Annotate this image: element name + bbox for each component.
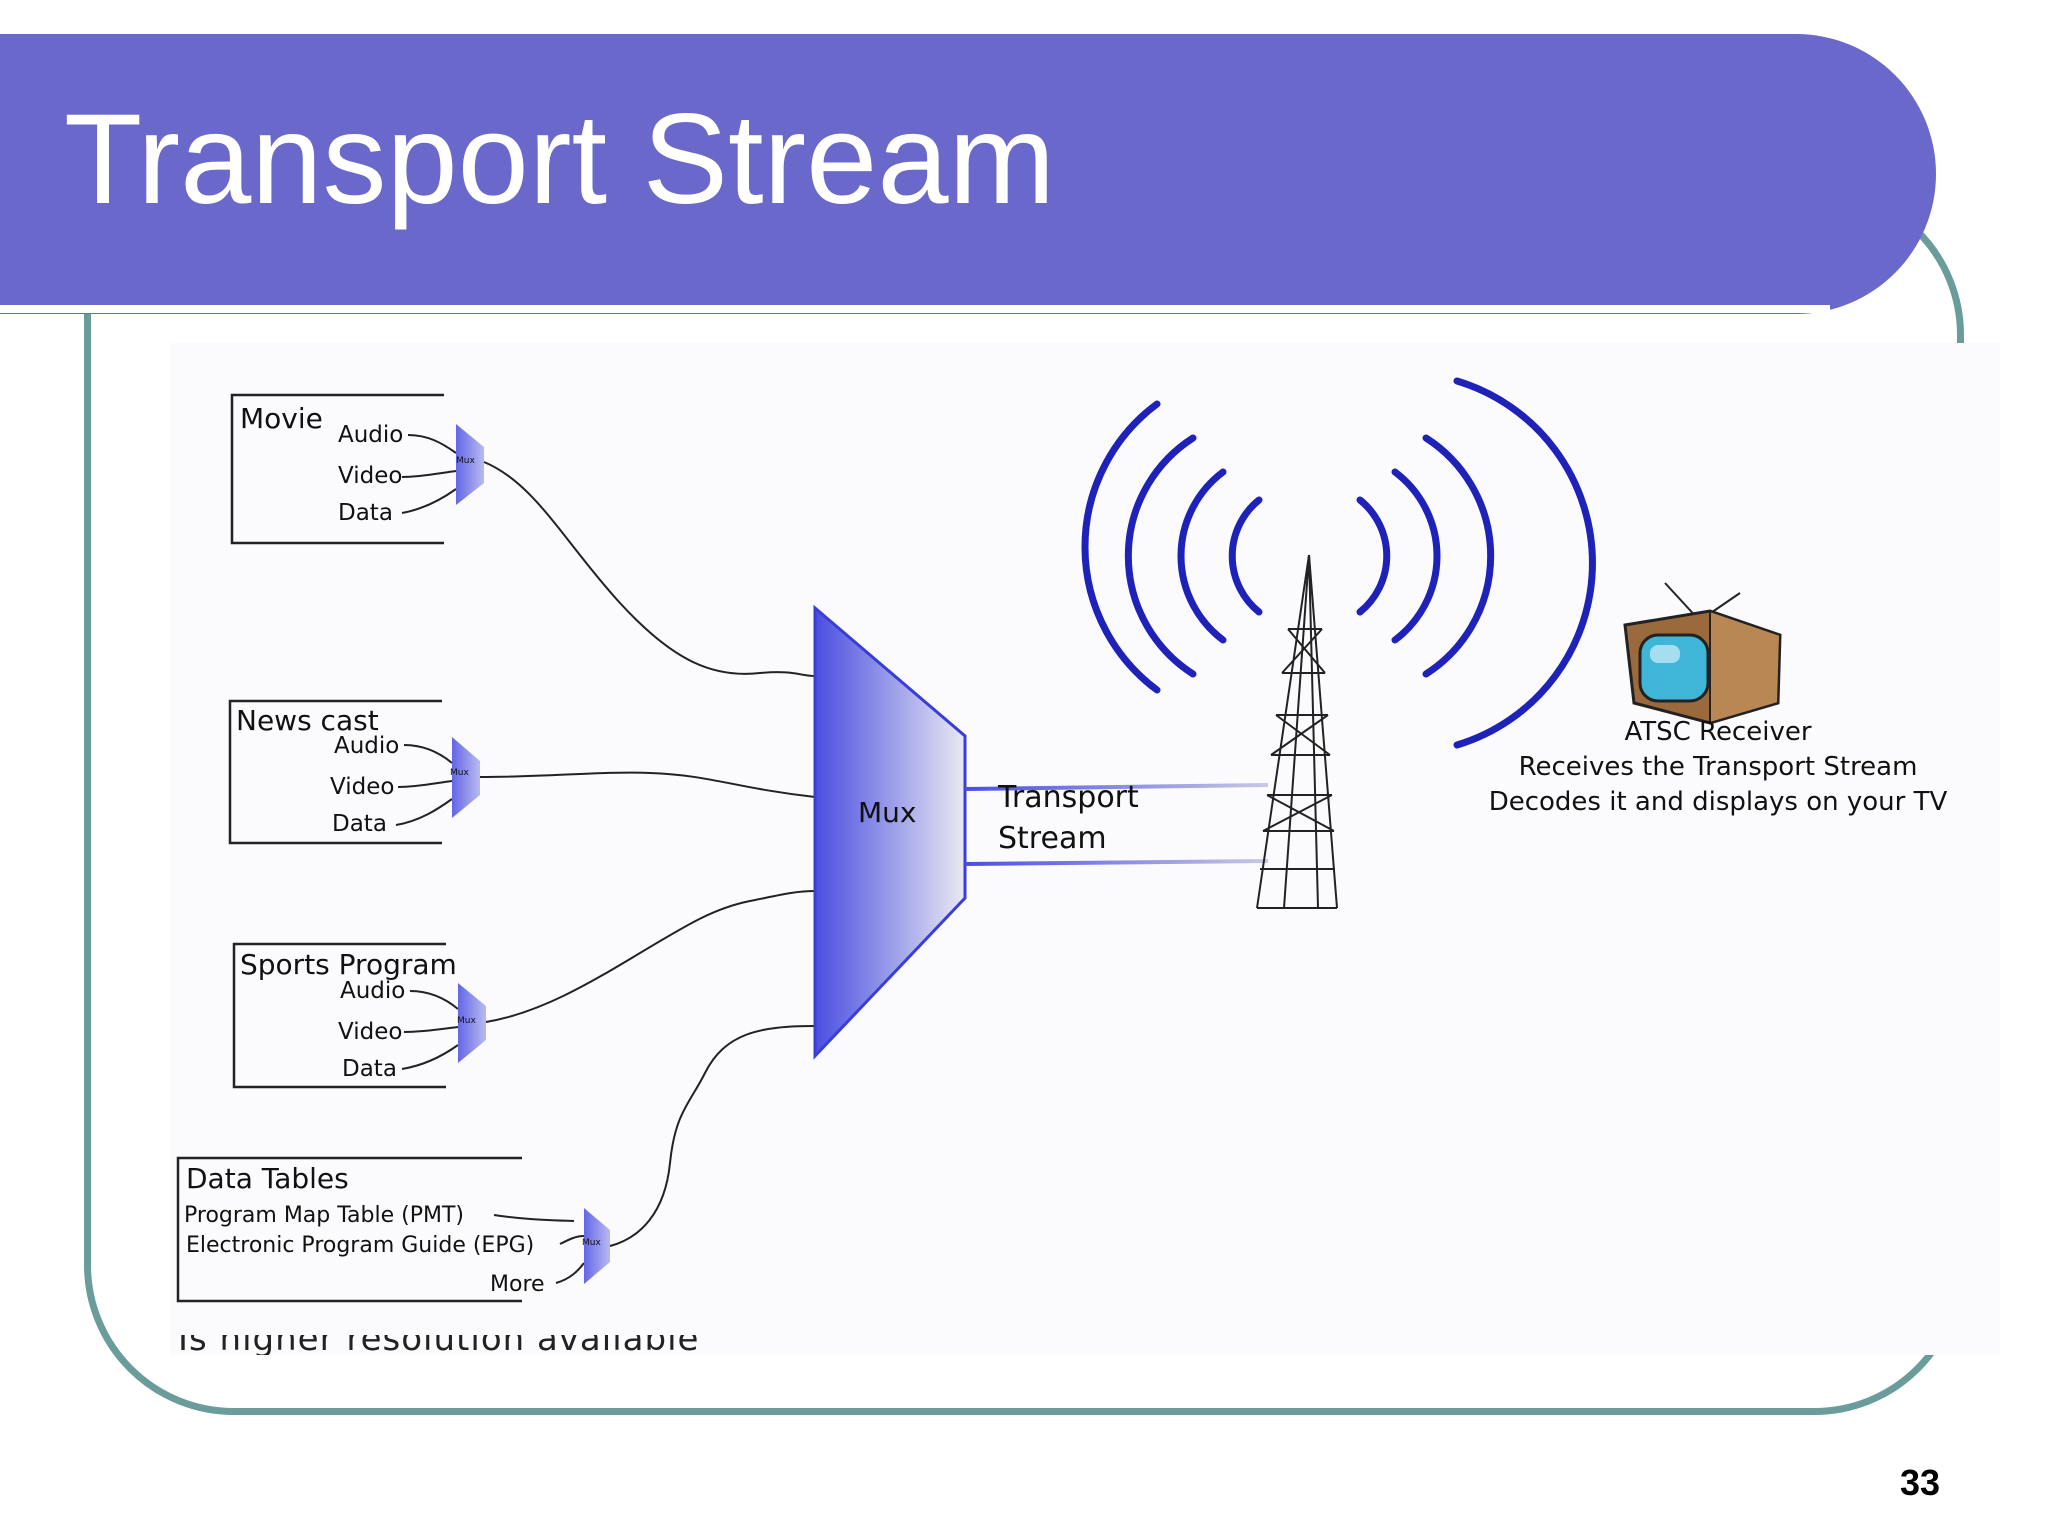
receiver-line1: Receives the Transport Stream [1519,752,1918,782]
main-mux: Mux [813,604,967,1060]
title-underline [0,305,1830,313]
input-label: Program Map Table (PMT) [184,1203,464,1228]
mux-small-data-tables [584,1208,610,1284]
source-sports: Sports Program Audio Video Data Mux [232,890,816,1089]
transport-stream-link: Transport Stream [964,780,1269,866]
mux-label: Mux [457,1016,476,1026]
footer-note-clipped: Is higher resolution available [178,1335,718,1355]
source-movie: Movie Audio Video Data Mux [230,393,816,677]
input-label: Audio [334,733,399,759]
source-data-tables: Data Tables Program Map Table (PMT) Elec… [176,1025,816,1303]
tv-icon [1623,582,1782,725]
input-label: Electronic Program Guide (EPG) [186,1233,534,1258]
mux-label: Mux [450,768,469,778]
input-label: Audio [340,978,405,1004]
mux-small-sports [458,983,486,1063]
main-mux-label: Mux [858,796,916,829]
title-banner [0,34,1936,314]
mux-small-newscast [452,737,480,818]
footer-note-text: Is higher resolution available [178,1335,700,1355]
receiver-line2: Decodes it and displays on your TV [1489,787,1948,817]
source-title-movie: Movie [240,402,323,435]
source-title-newscast: News cast [236,704,379,737]
slide-number: 33 [1900,1462,1941,1503]
radio-waves-right [1356,377,1596,749]
input-label: More [490,1272,545,1297]
mux-label: Mux [456,456,475,466]
input-label: Data [342,1056,397,1082]
stream-label-line2: Stream [998,821,1107,856]
source-title-data-tables: Data Tables [186,1162,349,1195]
source-newscast: News cast Audio Video Data Mux [228,699,816,845]
input-label: Data [338,500,393,526]
receiver-title: ATSC Receiver [1624,717,1811,747]
input-label: Data [332,811,387,837]
source-title-sports: Sports Program [240,948,457,981]
input-label: Audio [338,422,403,448]
tower-lattice [1256,554,1338,909]
receiver-caption: ATSC Receiver Receives the Transport Str… [1489,717,1948,817]
slide-title: Transport Stream [64,88,1056,231]
transport-stream-diagram: Movie Audio Video Data Mux News cast Aud… [170,343,2000,1355]
broadcast-tower-icon [1081,377,1596,909]
mux-small-movie [456,424,484,505]
input-label: Video [338,463,402,489]
radio-waves-left [1081,400,1263,694]
stream-label-line1: Transport [997,780,1139,815]
input-label: Video [338,1019,402,1045]
mux-label: Mux [582,1238,601,1248]
input-label: Video [330,774,394,800]
diagram-canvas: Movie Audio Video Data Mux News cast Aud… [176,377,1948,1303]
